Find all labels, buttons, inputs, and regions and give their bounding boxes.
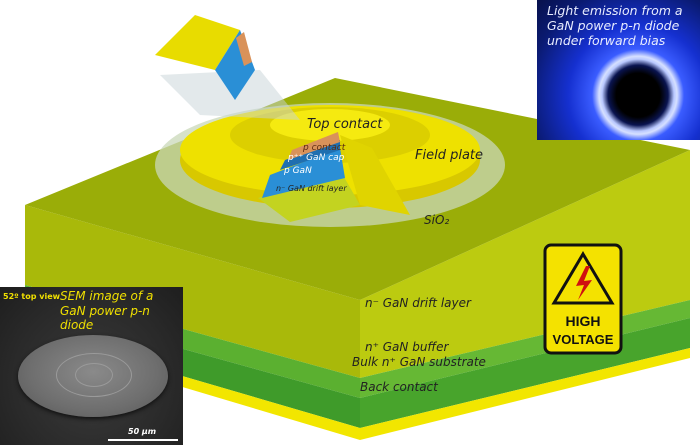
sem-view-label: 52º top view bbox=[3, 292, 61, 301]
cutaway-n-drift bbox=[258, 170, 360, 222]
cutaway-right-wall bbox=[340, 135, 410, 215]
label-substrate: Bulk n⁺ GaN substrate bbox=[352, 355, 486, 369]
label-p-gan: p GaN bbox=[284, 166, 312, 176]
sem-ring-outer bbox=[56, 353, 132, 397]
sem-diode-disc bbox=[18, 335, 168, 417]
sign-line1: HIGH bbox=[566, 313, 601, 329]
cutaway-p-contact bbox=[288, 132, 340, 160]
sem-image-inset: 52º top view SEM image of a GaN power p-… bbox=[0, 287, 183, 445]
sem-caption-line1: SEM image of a bbox=[60, 289, 154, 303]
label-p-gan-cap: p⁺⁺ GaN cap bbox=[288, 153, 345, 163]
light-emission-inset: Light emission from a GaN power p-n diod… bbox=[537, 0, 700, 140]
sign-line2: VOLTAGE bbox=[553, 332, 614, 347]
label-back-contact: Back contact bbox=[360, 380, 438, 394]
removed-wedge-top bbox=[155, 15, 240, 70]
label-n-drift: n⁻ GaN drift layer bbox=[365, 296, 471, 310]
label-n-buffer: n⁺ GaN buffer bbox=[365, 340, 449, 354]
cutaway-p-cap bbox=[280, 140, 340, 170]
label-p-contact: p contact bbox=[303, 143, 346, 153]
top-contact bbox=[270, 109, 390, 141]
label-n-drift-small: n⁻ GaN drift layer bbox=[276, 184, 347, 193]
sem-scale-bar bbox=[108, 439, 178, 441]
removed-wedge-contact bbox=[236, 32, 252, 66]
sem-scale-label: 50 μm bbox=[128, 427, 157, 436]
label-sio2: SiO₂ bbox=[424, 213, 450, 227]
label-top-contact: Top contact bbox=[307, 117, 383, 132]
sem-caption-line2: GaN power p-n diode bbox=[60, 304, 150, 332]
right-face-back-contact bbox=[360, 348, 690, 440]
removed-wedge-shadow bbox=[160, 70, 300, 120]
cutaway-p-gan bbox=[262, 148, 345, 198]
right-face-drift bbox=[360, 150, 690, 378]
light-emission-caption: Light emission from a GaN power p-n diod… bbox=[547, 3, 683, 48]
left-face-drift bbox=[25, 205, 360, 378]
label-field-plate: Field plate bbox=[415, 148, 484, 163]
sem-ring-inner bbox=[75, 363, 113, 387]
lightning-bolt-icon bbox=[576, 266, 592, 300]
